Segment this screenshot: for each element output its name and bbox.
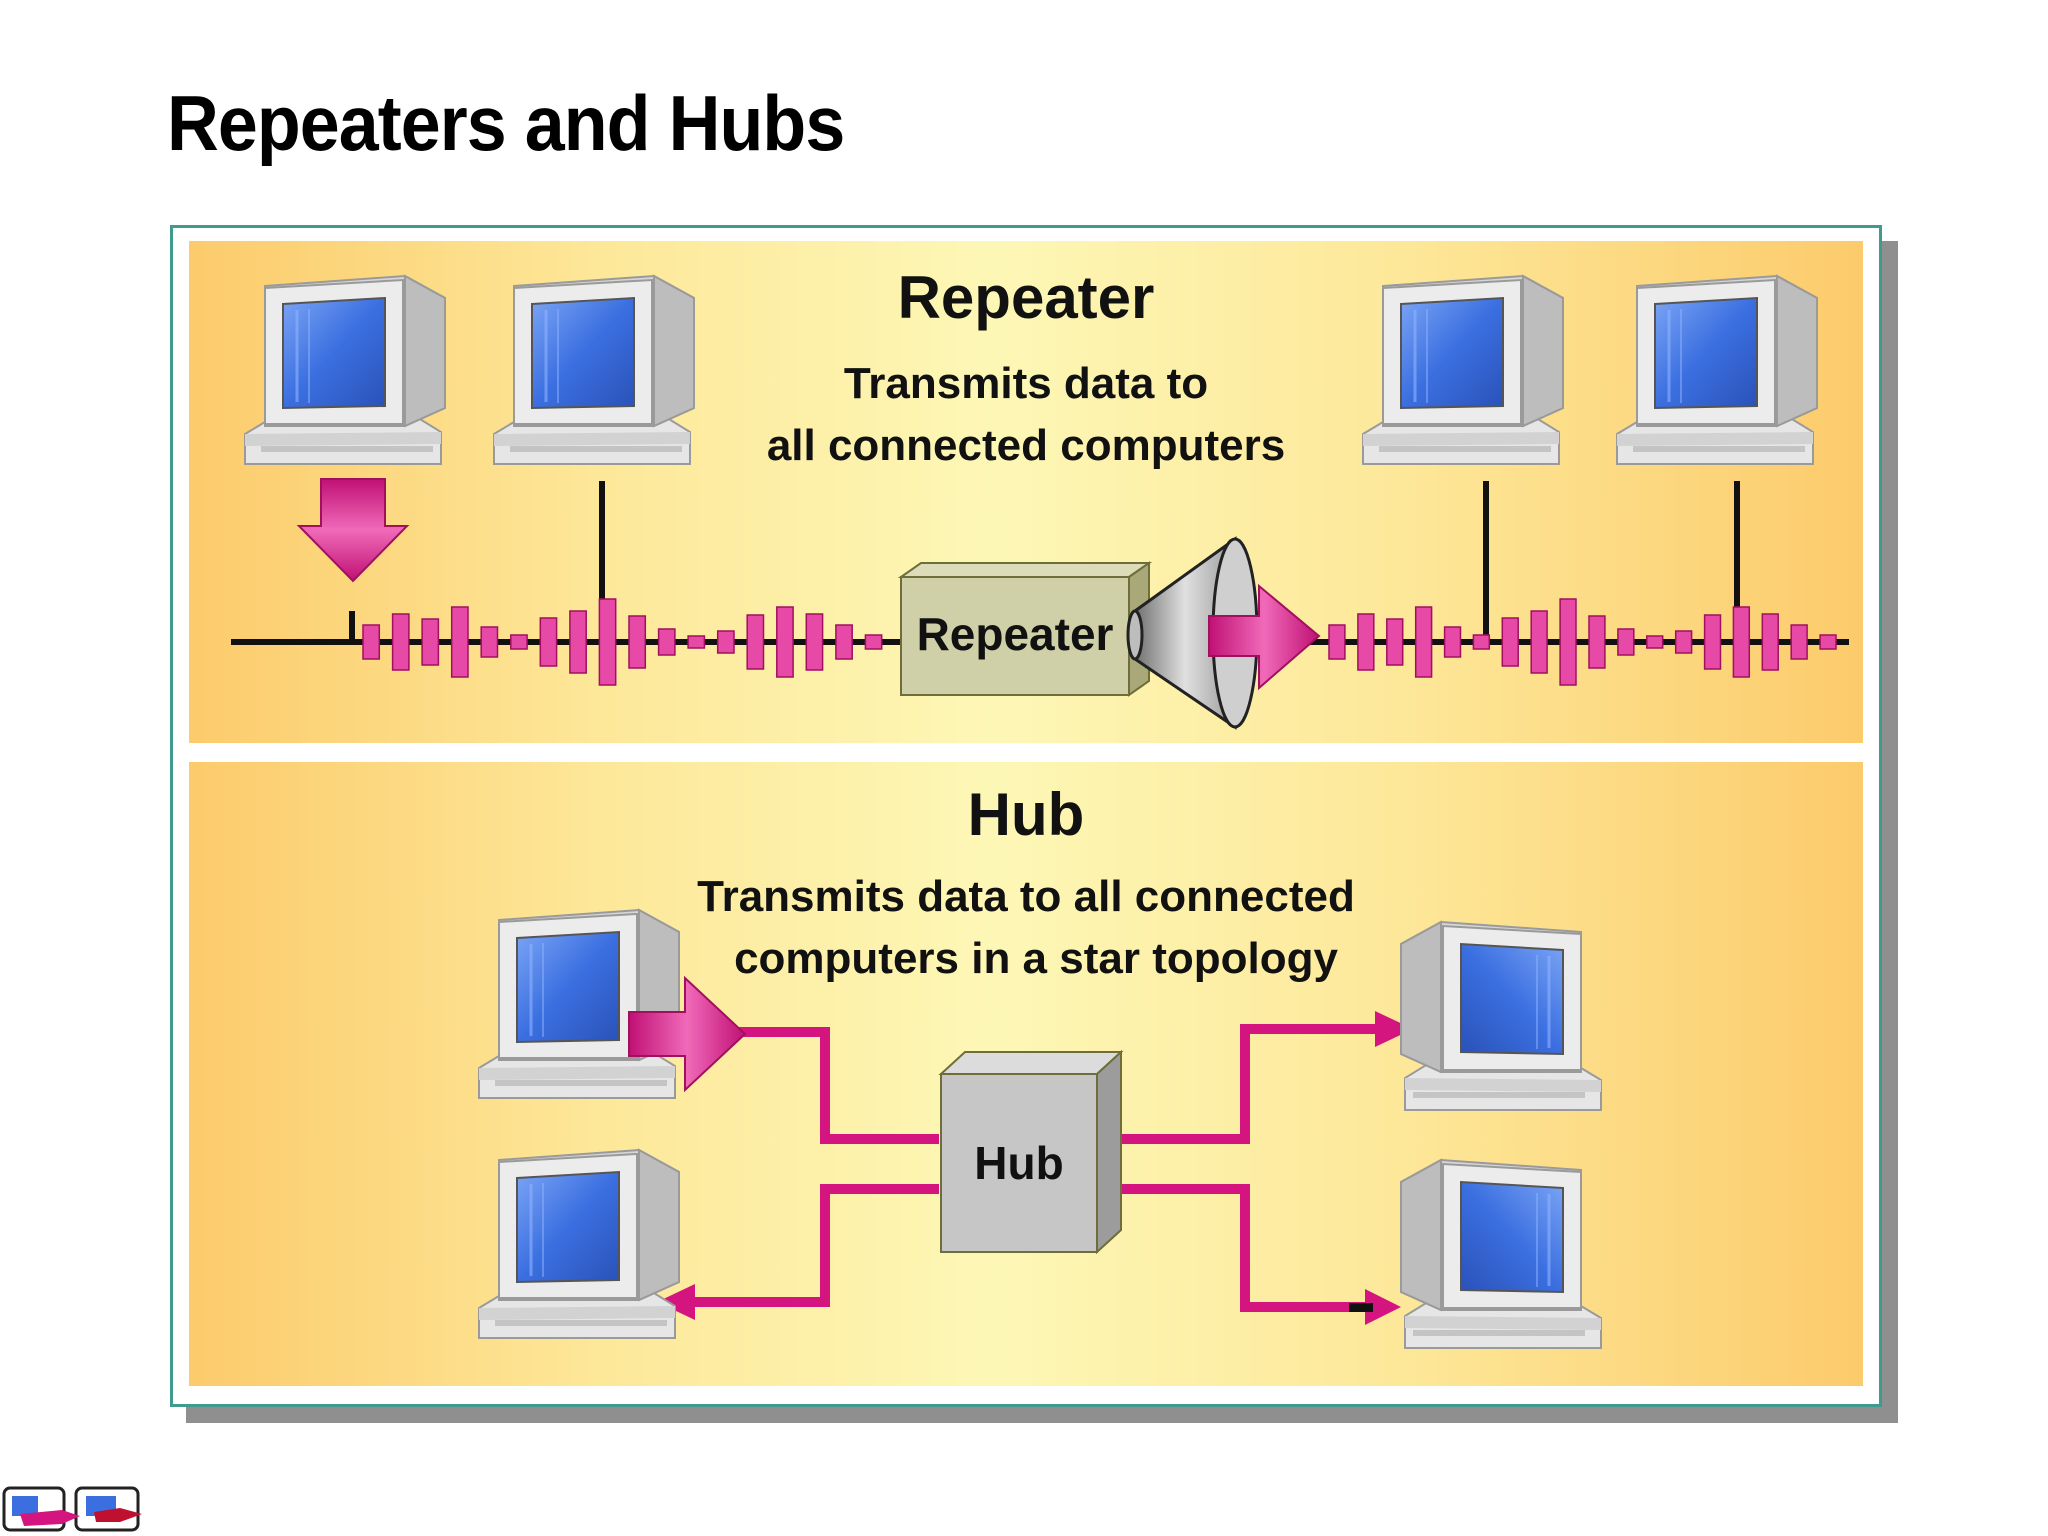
signal-pulse	[746, 614, 765, 670]
signal-pulse	[1819, 634, 1837, 650]
repeater-description-line1: Transmits data to	[843, 359, 1209, 408]
signal-pulse	[1646, 635, 1664, 649]
signal-pulse	[687, 635, 706, 649]
slide-navigation-icon[interactable]	[2, 1484, 144, 1534]
hub-diagram	[477, 908, 1603, 1350]
hub-panel: Hub Transmits data to all connected comp…	[189, 762, 1863, 1386]
signal-pulse	[510, 634, 528, 650]
computer-icon	[477, 1148, 681, 1340]
hub-cable-out-top-right	[1119, 1024, 1377, 1144]
signal-pulse	[776, 606, 794, 678]
signal-wave-left	[362, 598, 883, 686]
signal-pulse	[480, 626, 499, 658]
signal-pulse	[864, 634, 883, 650]
hub-cable-in	[697, 1027, 939, 1144]
signal-pulse	[1703, 614, 1722, 670]
signal-pulse	[835, 624, 853, 660]
signal-pulse	[450, 606, 469, 678]
signal-pulse	[598, 598, 617, 686]
signal-wave-right	[1328, 598, 1837, 686]
computer-icon	[1399, 1158, 1603, 1350]
hub-description-line2: computers in a star topology	[734, 934, 1338, 983]
hub-device-label: Hub	[974, 1137, 1064, 1189]
repeater-device	[897, 561, 1153, 697]
signal-pulse	[716, 630, 735, 654]
slide-title: Repeaters and Hubs	[167, 79, 845, 167]
signal-pulse	[1617, 628, 1635, 656]
signal-pulse	[1414, 606, 1433, 678]
signal-pulse	[1443, 626, 1462, 658]
signal-pulse	[628, 615, 647, 669]
signal-pulse	[1732, 606, 1751, 678]
signal-pulse	[1357, 613, 1375, 671]
content-frame: Repeater Transmits data to all connected…	[170, 225, 1882, 1407]
signal-pulse	[421, 618, 440, 666]
signal-pulse	[1790, 624, 1808, 660]
signal-pulse	[1588, 615, 1606, 669]
signal-pulse	[1328, 624, 1346, 660]
repeater-diagram	[231, 274, 1849, 730]
hub-cable-out-bottom-left	[689, 1184, 939, 1307]
signal-pulse	[391, 613, 410, 671]
signal-pulse	[805, 613, 824, 671]
hub-description-line1: Transmits data to all connected	[697, 872, 1355, 921]
outgoing-signal-arrow	[1208, 583, 1321, 691]
incoming-signal-arrow	[296, 478, 410, 583]
repeater-description-line2: all connected computers	[766, 421, 1286, 470]
hub-incoming-arrow	[628, 975, 747, 1093]
hub-device	[938, 1049, 1124, 1255]
repeater-heading: Repeater	[897, 264, 1155, 331]
signal-pulse	[1501, 617, 1519, 667]
signal-pulse	[1530, 610, 1548, 674]
signal-pulse	[1559, 598, 1577, 686]
hub-heading: Hub	[967, 781, 1085, 848]
signal-pulse	[1386, 618, 1404, 666]
signal-pulse	[657, 628, 676, 656]
signal-pulse	[569, 610, 587, 674]
repeater-device-label: Repeater	[916, 608, 1114, 660]
repeater-panel: Repeater Transmits data to all connected…	[189, 241, 1863, 743]
hub-cable-out-bottom-right	[1119, 1184, 1369, 1312]
signal-pulse	[1674, 630, 1693, 654]
signal-pulse	[539, 617, 558, 667]
signal-pulse	[1761, 613, 1779, 671]
signal-pulse	[362, 624, 381, 660]
signal-pulse	[1472, 634, 1491, 650]
